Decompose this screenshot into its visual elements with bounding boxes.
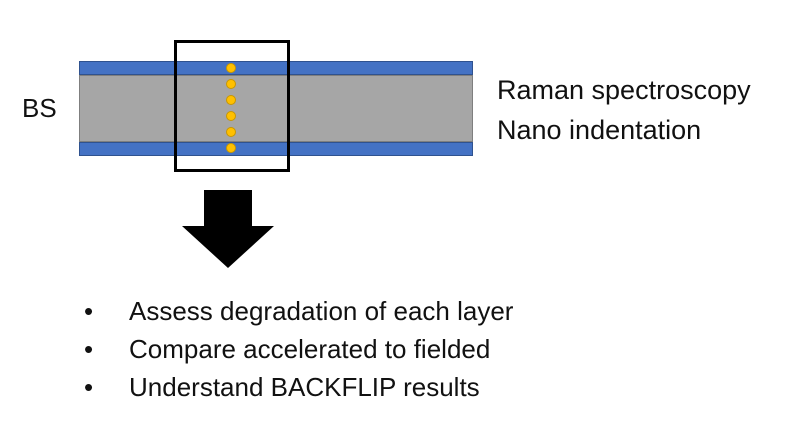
- outcome-text: Compare accelerated to fielded: [129, 334, 491, 364]
- measurement-point: [226, 95, 236, 105]
- measurement-point: [226, 79, 236, 89]
- outcome-list: • Assess degradation of each layer • Com…: [84, 292, 513, 406]
- down-arrow-shape: [182, 190, 274, 268]
- list-item: • Understand BACKFLIP results: [84, 368, 513, 406]
- outcome-text: Assess degradation of each layer: [129, 296, 514, 326]
- outcome-text: Understand BACKFLIP results: [129, 372, 480, 402]
- bullet-icon: •: [84, 296, 94, 326]
- technique-nano-indentation: Nano indentation: [497, 115, 702, 145]
- list-item: • Assess degradation of each layer: [84, 292, 513, 330]
- down-arrow-icon: [182, 190, 274, 268]
- bullet-icon: •: [84, 372, 94, 402]
- technique-labels: Raman spectroscopy Nano indentation: [497, 70, 751, 150]
- bs-label: BS: [22, 93, 57, 123]
- list-item: • Compare accelerated to fielded: [84, 330, 513, 368]
- measurement-point: [226, 111, 236, 121]
- bullet-icon: •: [84, 334, 94, 364]
- sample-region-box: [174, 40, 290, 172]
- bottom-blue-layer: [79, 142, 473, 156]
- measurement-point: [226, 127, 236, 137]
- measurement-point: [226, 143, 236, 153]
- measurement-point: [226, 63, 236, 73]
- core-gray-layer: [79, 75, 473, 142]
- technique-raman: Raman spectroscopy: [497, 75, 751, 105]
- top-blue-layer: [79, 61, 473, 75]
